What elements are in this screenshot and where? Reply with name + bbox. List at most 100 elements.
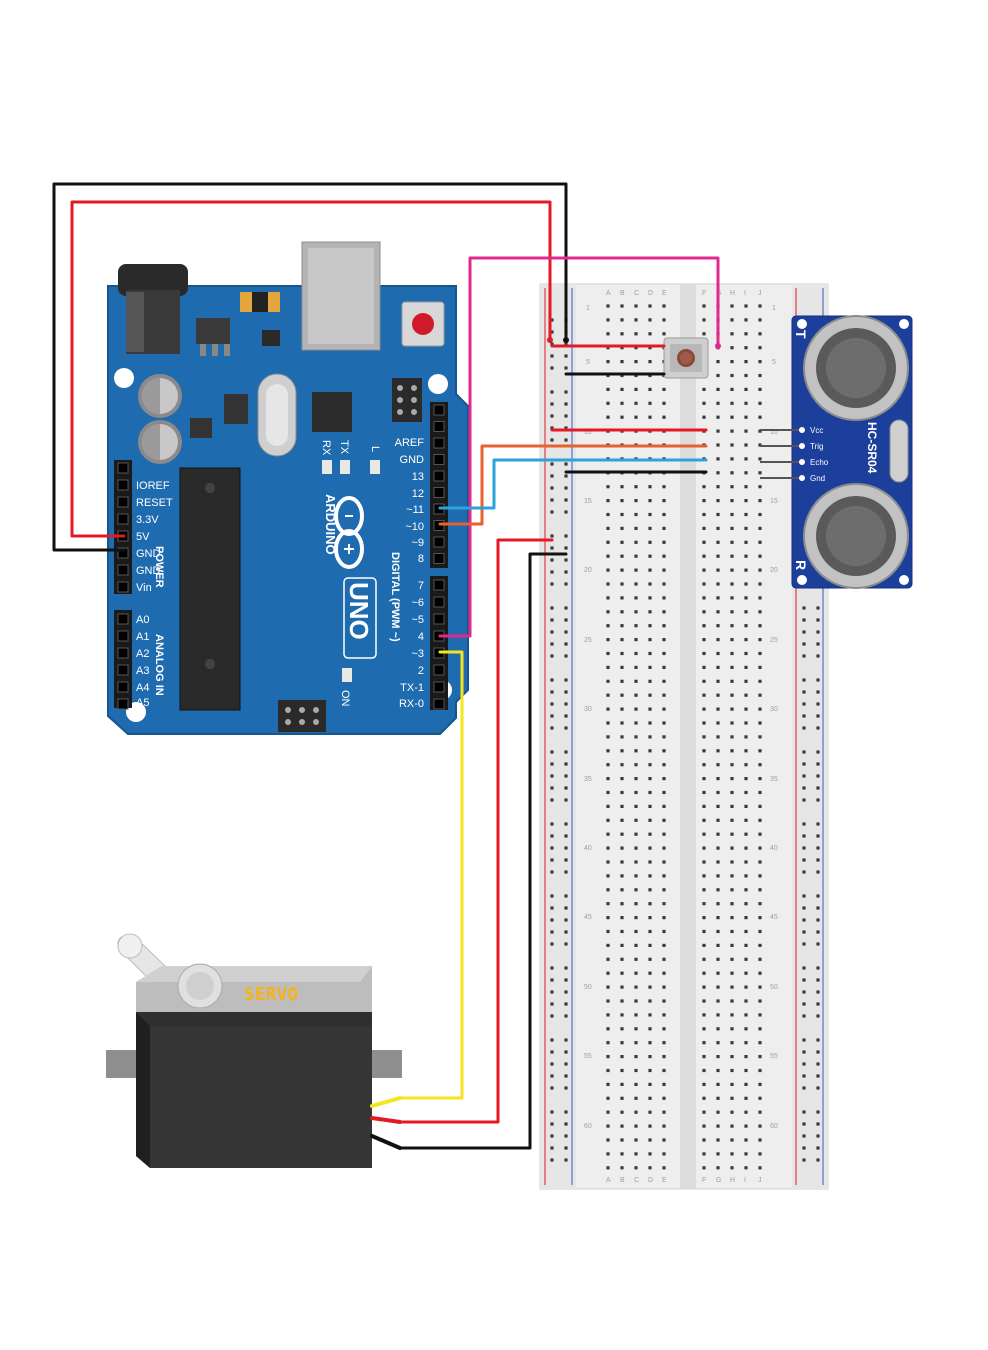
breadboard-hole xyxy=(634,346,638,350)
breadboard-hole xyxy=(758,832,762,836)
breadboard-hole xyxy=(634,1166,638,1170)
breadboard-hole xyxy=(606,387,610,391)
breadboard-hole xyxy=(802,654,806,658)
breadboard-hole xyxy=(564,1158,568,1162)
pin-label: ~10 xyxy=(405,521,424,533)
breadboard-hole xyxy=(662,554,666,558)
breadboard-hole xyxy=(648,943,652,947)
pin-label: ~9 xyxy=(411,537,424,549)
row-number: 15 xyxy=(770,498,778,505)
header-pin xyxy=(117,647,129,659)
breadboard-hole xyxy=(550,990,554,994)
breadboard-hole xyxy=(702,721,706,725)
breadboard-hole xyxy=(634,804,638,808)
breadboard-hole xyxy=(662,1013,666,1017)
breadboard-hole xyxy=(606,832,610,836)
breadboard-hole xyxy=(564,534,568,538)
breadboard-hole xyxy=(550,330,554,334)
breadboard-hole xyxy=(702,929,706,934)
reset-button[interactable] xyxy=(401,301,445,347)
breadboard-hole xyxy=(634,916,638,920)
breadboard-hole xyxy=(716,665,720,669)
breadboard-hole xyxy=(744,1138,748,1142)
breadboard-hole xyxy=(620,1041,624,1045)
breadboard-hole xyxy=(802,846,806,850)
breadboard-hole xyxy=(730,651,734,656)
breadboard-hole xyxy=(648,1152,652,1156)
row-number: 25 xyxy=(770,637,778,644)
column-letter: I xyxy=(744,1177,746,1184)
pin-label: TX-1 xyxy=(400,682,424,694)
breadboard-hole xyxy=(702,832,706,836)
breadboard-hole xyxy=(716,1027,720,1031)
breadboard-hole xyxy=(564,366,568,370)
breadboard-hole xyxy=(744,943,748,947)
breadboard-hole xyxy=(662,874,666,878)
wires xyxy=(52,182,721,1150)
breadboard-hole xyxy=(702,1055,706,1059)
servo-label: SERVO xyxy=(244,984,298,1005)
transmitter-label: T xyxy=(793,330,809,339)
breadboard-hole xyxy=(744,304,748,308)
row-number: 10 xyxy=(584,429,592,436)
breadboard-hole xyxy=(662,763,666,767)
breadboard-hole xyxy=(758,929,762,934)
breadboard-hole xyxy=(662,318,666,322)
breadboard-hole xyxy=(634,665,638,669)
breadboard-hole xyxy=(702,777,706,781)
breadboard-hole xyxy=(816,1038,820,1042)
breadboard-hole xyxy=(744,651,748,656)
breadboard-hole xyxy=(606,1166,610,1170)
breadboard-hole xyxy=(662,1068,666,1073)
breadboard-hole xyxy=(716,846,720,850)
breadboard-hole xyxy=(816,1122,820,1126)
breadboard-hole xyxy=(564,894,568,898)
breadboard-hole xyxy=(758,679,762,683)
breadboard-hole xyxy=(634,957,638,961)
breadboard-hole xyxy=(802,1146,806,1150)
row-number: 50 xyxy=(770,984,778,991)
pin-label: 8 xyxy=(418,553,424,565)
breadboard-hole xyxy=(662,790,666,795)
breadboard-holes xyxy=(550,304,820,1170)
breadboard-hole xyxy=(730,499,734,503)
breadboard-hole xyxy=(702,1096,706,1100)
breadboard-hole xyxy=(744,443,748,447)
breadboard-hole xyxy=(702,888,706,892)
breadboard-hole xyxy=(620,387,624,391)
breadboard-hole xyxy=(744,832,748,836)
breadboard-hole xyxy=(648,804,652,808)
breadboard-hole xyxy=(620,568,624,572)
breadboard-hole xyxy=(648,846,652,850)
breadboard-hole xyxy=(716,373,720,378)
breadboard-hole xyxy=(662,1096,666,1100)
pin-label: IOREF xyxy=(136,480,170,492)
breadboard-hole xyxy=(730,1013,734,1017)
breadboard-hole xyxy=(620,860,624,864)
breadboard-hole xyxy=(662,568,666,572)
row-number: 60 xyxy=(770,1123,778,1130)
breadboard-hole xyxy=(716,721,720,725)
breadboard-hole xyxy=(662,582,666,586)
breadboard-hole xyxy=(702,499,706,503)
breadboard-hole xyxy=(606,332,610,336)
header-pin xyxy=(433,579,445,591)
breadboard-hole xyxy=(662,1124,666,1128)
breadboard-hole xyxy=(662,610,666,614)
breadboard-hole xyxy=(730,665,734,669)
push-button[interactable] xyxy=(663,337,709,379)
breadboard-hole xyxy=(758,1041,762,1045)
breadboard-hole xyxy=(564,1002,568,1006)
breadboard-hole xyxy=(744,318,748,322)
breadboard-hole xyxy=(648,902,652,906)
breadboard-hole xyxy=(702,999,706,1003)
breadboard-hole xyxy=(744,916,748,920)
column-letter: B xyxy=(620,290,625,297)
breadboard-hole xyxy=(730,1096,734,1100)
column-letter: H xyxy=(730,290,735,297)
breadboard-hole xyxy=(716,554,720,558)
breadboard-hole xyxy=(648,749,652,753)
breadboard-hole xyxy=(702,1082,706,1086)
breadboard-hole xyxy=(702,763,706,767)
wire-gnd xyxy=(52,182,568,552)
